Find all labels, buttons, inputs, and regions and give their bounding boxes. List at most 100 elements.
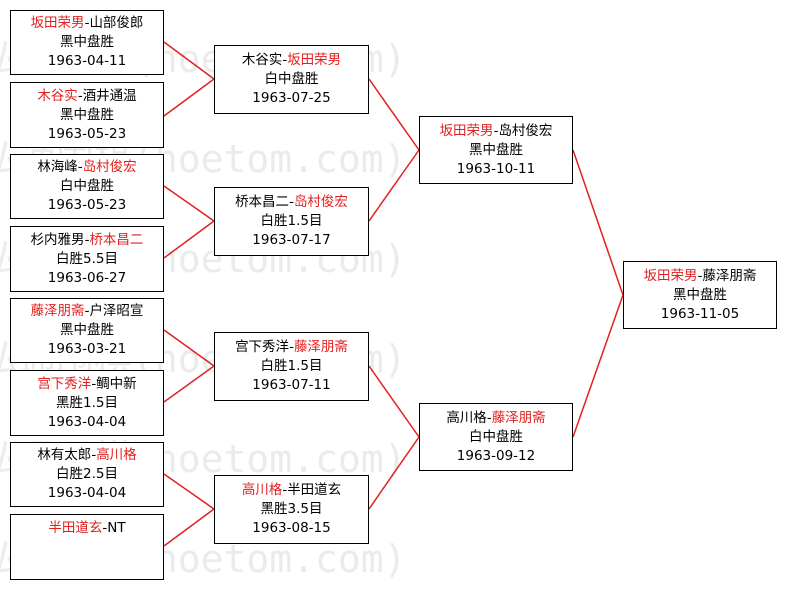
player-2: 山部俊郎: [89, 15, 144, 31]
player-1: 杉内雅男: [30, 231, 85, 248]
match-result: 黑中盘胜: [60, 322, 114, 338]
connector-line: [163, 329, 215, 367]
match-date: 1963-05-23: [47, 197, 127, 213]
player-1: 坂田荣男: [439, 122, 494, 139]
match-players: 桥本昌二-岛村俊宏: [235, 194, 348, 210]
match-date: 1963-06-27: [47, 269, 127, 286]
player-1: 宫下秀洋: [37, 375, 92, 392]
match-result: 黑中盘胜: [60, 34, 114, 50]
connector-line: [572, 149, 624, 296]
match-players: 宫下秀洋-藤泽朋斋: [235, 339, 348, 355]
connector-line: [163, 508, 215, 547]
match-players: 木谷实-坂田荣男: [241, 52, 342, 68]
connector-line: [368, 436, 420, 510]
match-players: 高川格-半田道玄: [241, 482, 342, 498]
match-players: 宫下秀洋-鲷中新: [37, 375, 137, 392]
player-2: NT: [107, 520, 126, 536]
connector-line: [163, 41, 215, 80]
player-2: 藤泽朋斋: [702, 267, 757, 284]
match-box-r2-4: 高川格-半田道玄 黑胜3.5目 1963-08-15: [214, 475, 369, 544]
player-2: 坂田荣男: [287, 52, 342, 68]
match-result: 白中盘胜: [469, 428, 523, 445]
match-result: 黑中盘胜: [469, 141, 523, 158]
player-1: 坂田荣男: [30, 15, 85, 31]
match-players: 高川格-藤泽朋斋: [446, 409, 546, 426]
player-1: 坂田荣男: [643, 267, 698, 284]
player-2: 藤泽朋斋: [293, 339, 348, 355]
match-players: 木谷实-酒井通温: [37, 87, 137, 104]
match-result: 黑中盘胜: [673, 286, 727, 303]
player-2: 户泽昭宣: [89, 303, 144, 319]
connector-line: [163, 185, 215, 222]
connector-line: [163, 473, 215, 510]
match-box-r1-4: 杉内雅男-桥本昌二 白胜5.5目 1963-06-27: [10, 226, 164, 292]
match-players: 坂田荣男-岛村俊宏: [439, 122, 553, 139]
player-2: 藤泽朋斋: [491, 409, 546, 426]
match-box-r1-7: 林有太郎-高川格 白胜2.5目 1963-04-04: [10, 442, 164, 507]
player-1: 木谷实: [37, 87, 78, 104]
match-result: 黑中盘胜: [60, 106, 114, 123]
match-result: 白胜1.5目: [260, 358, 323, 374]
connector-line: [163, 365, 215, 403]
match-date: 1963-10-11: [456, 160, 536, 177]
match-date: 1963-03-21: [47, 341, 127, 357]
player-1: 藤泽朋斋: [30, 303, 85, 319]
match-players: 半田道玄-NT: [48, 520, 126, 536]
player-1: 半田道玄: [48, 520, 103, 536]
player-2: 岛村俊宏: [82, 159, 137, 175]
match-box-final: 坂田荣男-藤泽朋斋 黑中盘胜 1963-11-05: [623, 261, 777, 329]
match-date: 1963-07-11: [252, 377, 331, 393]
match-players: 藤泽朋斋-户泽昭宣: [30, 303, 144, 319]
match-date: 1963-04-11: [47, 53, 127, 69]
connector-line: [368, 365, 420, 438]
connector-line: [368, 149, 420, 222]
player-1: 桥本昌二: [235, 194, 290, 210]
player-2: 岛村俊宏: [293, 194, 348, 210]
match-date: 1963-05-23: [47, 125, 127, 142]
player-1: 林海峰: [37, 159, 78, 175]
match-result: 黑胜3.5目: [260, 501, 323, 517]
match-players: 坂田荣男-藤泽朋斋: [643, 267, 757, 284]
connector-line: [368, 78, 420, 151]
match-players: 坂田荣男-山部俊郎: [30, 15, 144, 31]
match-box-r1-2: 木谷实-酒井通温 黑中盘胜 1963-05-23: [10, 82, 164, 148]
player-1: 高川格: [241, 482, 283, 498]
match-box-r3-2: 高川格-藤泽朋斋 白中盘胜 1963-09-12: [419, 403, 573, 471]
player-2: 岛村俊宏: [498, 122, 553, 139]
player-2: 酒井通温: [82, 87, 137, 104]
match-box-r2-3: 宫下秀洋-藤泽朋斋 白胜1.5目 1963-07-11: [214, 332, 369, 401]
match-players: 杉内雅男-桥本昌二: [30, 231, 144, 248]
connector-line: [572, 294, 624, 438]
match-box-r1-1: 坂田荣男-山部俊郎 黑中盘胜 1963-04-11: [10, 10, 164, 75]
player-1: 林有太郎: [37, 447, 92, 463]
match-players: 林有太郎-高川格: [37, 447, 137, 463]
connector-line: [163, 220, 215, 259]
player-2: 高川格: [96, 447, 137, 463]
player-1: 宫下秀洋: [235, 339, 290, 355]
match-result: 白中盘胜: [60, 178, 114, 194]
match-box-r1-8: 半田道玄-NT: [10, 514, 164, 580]
match-result: 白胜5.5目: [56, 250, 118, 267]
match-result: 白中盘胜: [264, 71, 319, 87]
match-result: 白胜2.5目: [56, 466, 118, 482]
player-1: 高川格: [446, 409, 487, 426]
player-2: 桥本昌二: [89, 231, 144, 248]
match-players: 林海峰-岛村俊宏: [37, 159, 137, 175]
match-box-r2-2: 桥本昌二-岛村俊宏 白胜1.5目 1963-07-17: [214, 187, 369, 256]
match-box-r2-1: 木谷实-坂田荣男 白中盘胜 1963-07-25: [214, 45, 369, 114]
match-date: 1963-08-15: [252, 520, 331, 536]
match-box-r1-3: 林海峰-岛村俊宏 白中盘胜 1963-05-23: [10, 154, 164, 219]
match-date: 1963-04-04: [47, 413, 127, 430]
match-box-r1-6: 宫下秀洋-鲷中新 黑胜1.5目 1963-04-04: [10, 370, 164, 436]
match-date: 1963-07-17: [252, 232, 331, 248]
match-box-r3-1: 坂田荣男-岛村俊宏 黑中盘胜 1963-10-11: [419, 116, 573, 184]
match-result: 白胜1.5目: [260, 213, 323, 229]
match-date: 1963-11-05: [660, 305, 740, 322]
match-date: 1963-09-12: [456, 447, 536, 464]
player-2: 半田道玄: [287, 482, 342, 498]
match-date: 1963-04-04: [47, 485, 127, 501]
player-2: 鲷中新: [96, 375, 137, 392]
match-date: 1963-07-25: [252, 90, 331, 106]
player-1: 木谷实: [241, 52, 283, 68]
match-result: 黑胜1.5目: [56, 394, 118, 411]
